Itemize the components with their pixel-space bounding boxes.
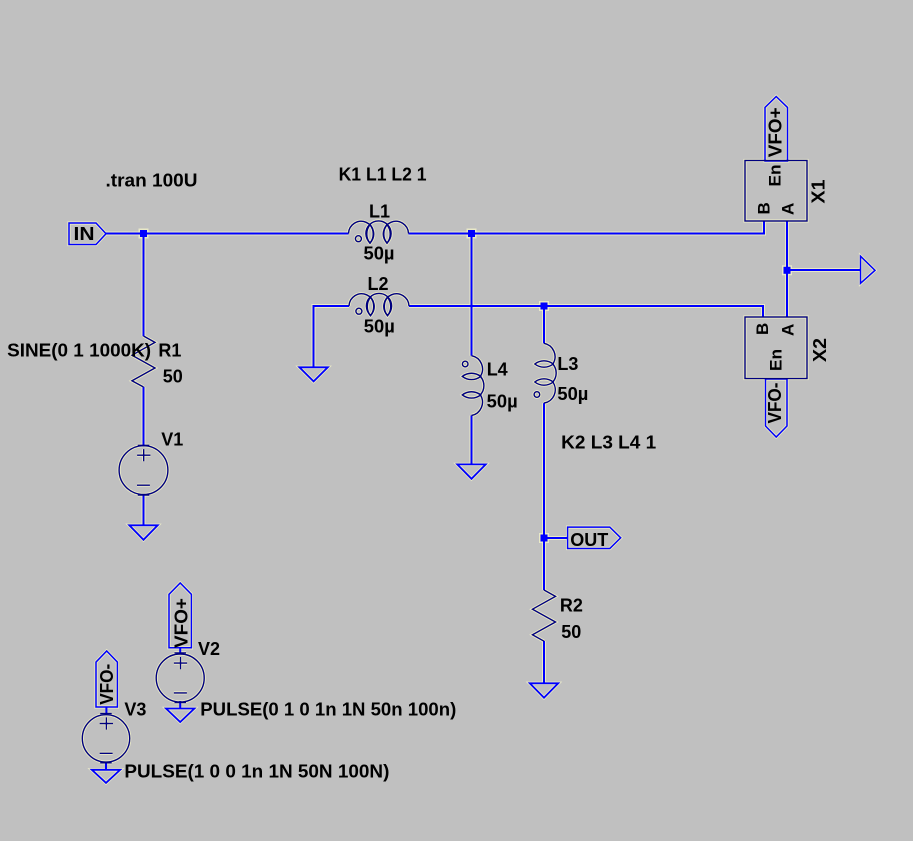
svg-text:50: 50 xyxy=(163,367,183,387)
svg-text:B: B xyxy=(755,202,774,214)
svg-text:R2: R2 xyxy=(560,596,583,616)
svg-text:En: En xyxy=(767,349,786,371)
svg-text:B: B xyxy=(753,323,772,335)
svg-text:R1: R1 xyxy=(158,341,181,361)
svg-text:L4: L4 xyxy=(487,360,508,380)
svg-text:V2: V2 xyxy=(198,639,220,659)
svg-text:L2: L2 xyxy=(368,274,389,294)
svg-text:50µ: 50µ xyxy=(364,244,395,264)
svg-text:L1: L1 xyxy=(369,202,390,222)
svg-text:PULSE(0 1 0 1n 1N 50n 100n): PULSE(0 1 0 1n 1N 50n 100n) xyxy=(200,700,456,720)
svg-text:SINE(0 1 1000K): SINE(0 1 1000K) xyxy=(7,341,151,361)
svg-text:VFO+: VFO+ xyxy=(171,598,191,648)
svg-text:En: En xyxy=(766,165,785,187)
svg-text:.tran 100U: .tran 100U xyxy=(106,171,198,191)
svg-text:L3: L3 xyxy=(557,354,578,374)
svg-text:K2 L3 L4 1: K2 L3 L4 1 xyxy=(561,433,656,453)
svg-text:X2: X2 xyxy=(810,338,830,362)
svg-text:V3: V3 xyxy=(124,700,146,720)
svg-text:VFO-: VFO- xyxy=(97,664,117,705)
svg-text:OUT: OUT xyxy=(570,530,608,550)
svg-text:50µ: 50µ xyxy=(487,392,518,412)
svg-text:PULSE(1 0 0 1n 1N 50N 100N): PULSE(1 0 0 1n 1N 50N 100N) xyxy=(124,762,389,782)
svg-text:A: A xyxy=(779,203,798,215)
svg-text:A: A xyxy=(779,324,798,336)
svg-text:IN: IN xyxy=(74,224,95,244)
svg-text:50µ: 50µ xyxy=(364,317,395,337)
svg-text:50: 50 xyxy=(561,622,581,642)
svg-text:VFO+: VFO+ xyxy=(766,107,786,157)
svg-text:50µ: 50µ xyxy=(557,384,588,404)
svg-text:V1: V1 xyxy=(161,430,183,450)
svg-text:K1 L1 L2 1: K1 L1 L2 1 xyxy=(339,165,427,185)
svg-text:VFO-: VFO- xyxy=(765,382,785,423)
svg-text:X1: X1 xyxy=(809,180,829,204)
